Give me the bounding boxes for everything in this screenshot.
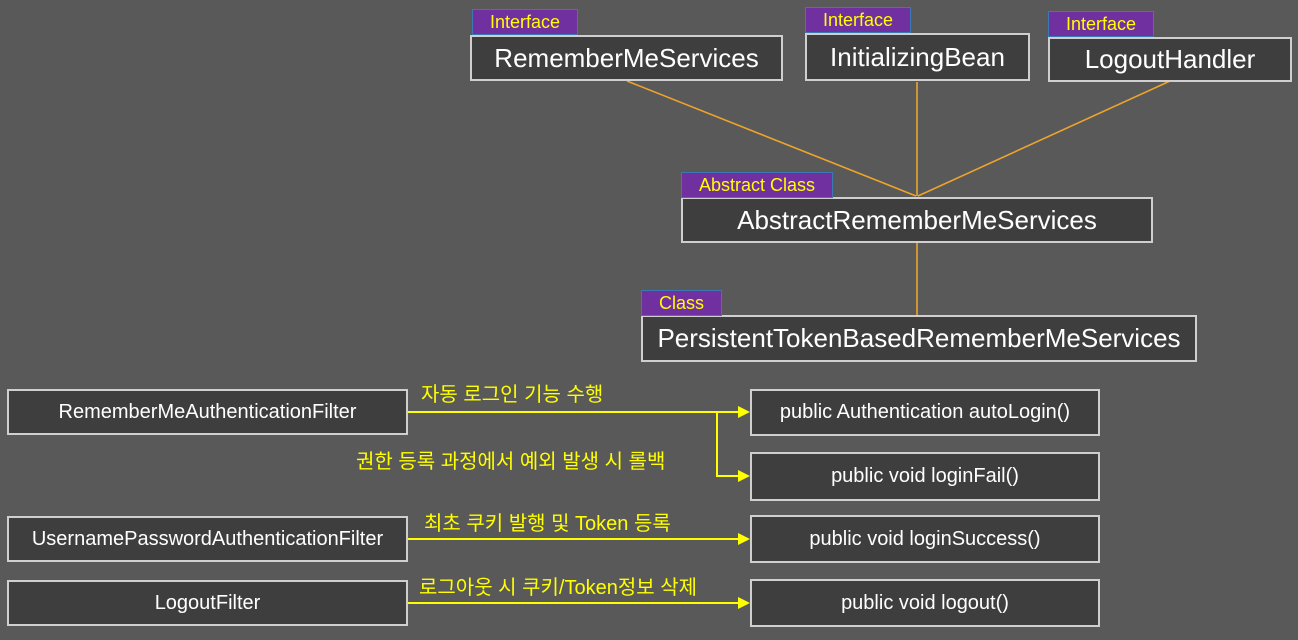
- arrow-label-loginfail: 권한 등록 과정에서 예외 발생 시 롤백: [356, 451, 666, 473]
- arrow-label-loginsuccess: 최초 쿠키 발행 및 Token 등록: [424, 513, 671, 535]
- persistent-token-remembermeservices-box: PersistentTokenBasedRememberMeServices: [641, 315, 1197, 362]
- arrow-label-autologin: 자동 로그인 기능 수행: [421, 384, 604, 406]
- abstract-remembermeservices-box: AbstractRememberMeServices: [681, 197, 1153, 243]
- interface-badge: Interface: [472, 9, 579, 35]
- logoutfilter-box: LogoutFilter: [7, 580, 408, 626]
- interface-logouthandler-box: LogoutHandler: [1048, 37, 1292, 82]
- method-loginsuccess-box: public void loginSuccess(): [750, 515, 1100, 563]
- method-logout-box: public void logout(): [750, 579, 1100, 627]
- interface-badge: Interface: [805, 7, 912, 33]
- arrow-loginfail-branch: [716, 413, 750, 482]
- implements-line-logouthandler: [917, 80, 1171, 197]
- abstract-class-badge: Abstract Class: [681, 172, 834, 198]
- interface-badge: Interface: [1048, 11, 1155, 37]
- method-loginfail-box: public void loginFail(): [750, 452, 1100, 501]
- class-badge: Class: [641, 290, 723, 316]
- interface-remembermeservices-box: RememberMeServices: [470, 35, 783, 81]
- method-autologin-box: public Authentication autoLogin(): [750, 389, 1100, 436]
- remembermeauthenticationfilter-box: RememberMeAuthenticationFilter: [7, 389, 408, 435]
- interface-initializingbean-box: InitializingBean: [805, 33, 1030, 81]
- arrow-label-logout: 로그아웃 시 쿠키/Token정보 삭제: [419, 577, 697, 599]
- usernamepasswordauthenticationfilter-box: UsernamePasswordAuthenticationFilter: [7, 516, 408, 562]
